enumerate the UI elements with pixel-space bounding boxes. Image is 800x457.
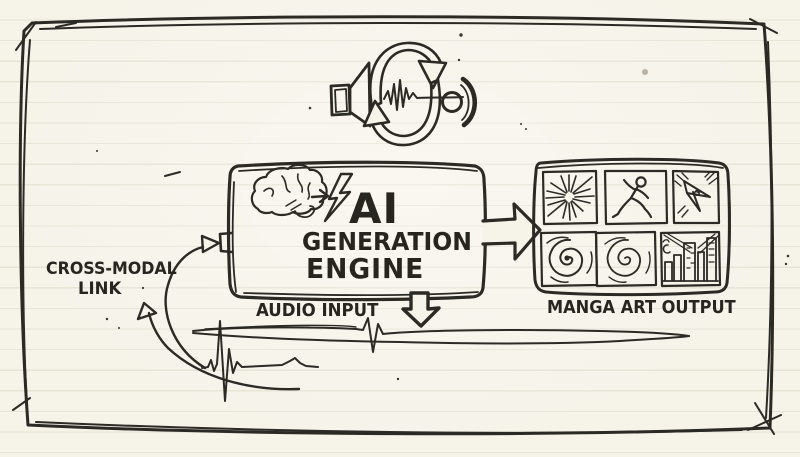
input-port-arrowhead: [200, 234, 221, 254]
small-right-arrow-icon: [310, 188, 330, 204]
manga-panel-spiral-2: [594, 230, 658, 288]
ink-specks: [96, 33, 790, 381]
input-port-notch: [218, 231, 234, 254]
output-down-arrow: [401, 291, 441, 328]
cycle-arrows-icon: [362, 41, 448, 147]
cross-modal-label-line1: CROSS-MODAL: [46, 259, 177, 278]
engine-title-ai: AI: [349, 184, 400, 233]
audio-input-label: AUDIO INPUT: [256, 300, 379, 321]
manga-panel-cityscape: [659, 230, 722, 288]
lens-waveform: [192, 317, 690, 353]
manga-panel-spiral-1: [539, 230, 599, 288]
cross-modal-arrowhead: [136, 301, 158, 321]
manga-panel-paper-plane: [671, 169, 721, 225]
manga-panel-burst: [541, 169, 599, 226]
stray-dash: [164, 171, 181, 177]
manga-output-box: [532, 157, 731, 297]
listener-dot-arc-icon: [441, 76, 478, 128]
engine-title-engine: ENGINE: [306, 252, 425, 285]
output-right-arrow: [481, 202, 542, 261]
ecg-waveform: [201, 320, 319, 402]
cross-modal-label-line2: LINK: [78, 279, 122, 298]
brain-icon: [250, 163, 328, 218]
cross-modal-curves: [136, 245, 301, 391]
engine-title-generation: GENERATION: [302, 227, 472, 256]
speaker-icon: [329, 61, 372, 128]
outer-frame: [12, 15, 782, 436]
lightning-bolt-icon: [323, 172, 354, 223]
manga-art-output-label: MANGA ART OUTPUT: [547, 297, 736, 318]
manga-panel-runner: [603, 169, 669, 226]
audio-waveform-icon: [383, 79, 464, 111]
